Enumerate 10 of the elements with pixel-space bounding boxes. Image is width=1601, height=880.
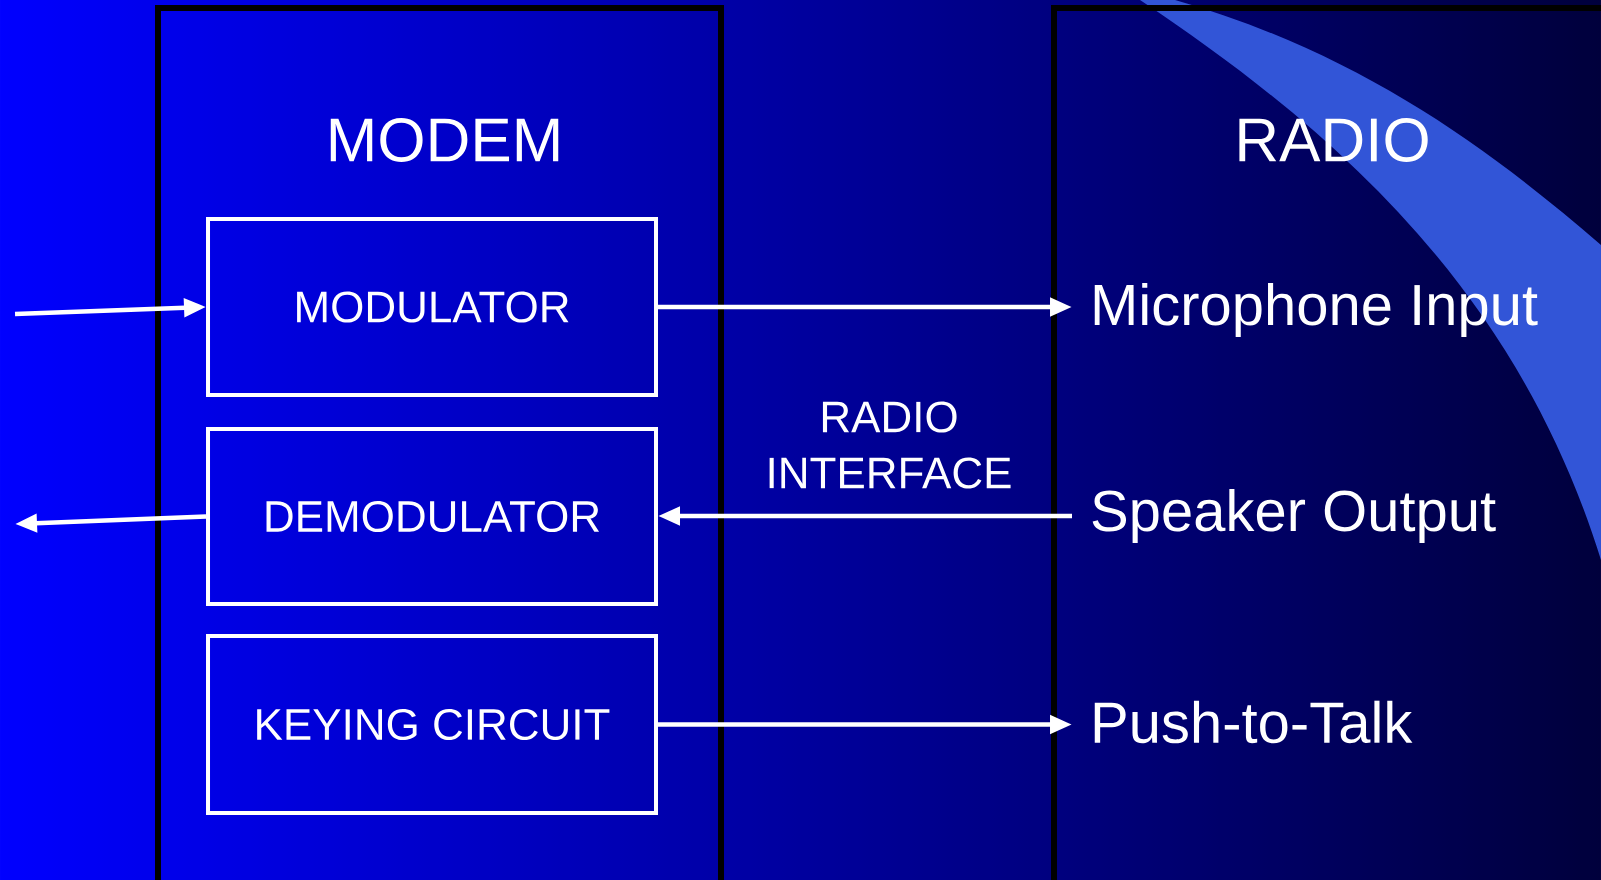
block-box: KEYING CIRCUIT <box>206 634 658 815</box>
signal-label: Push-to-Talk <box>1094 700 1413 744</box>
interface-label: RADIO INTERFACE <box>769 401 1011 489</box>
block-box: DEMODULATOR <box>206 427 658 606</box>
panel <box>155 5 724 880</box>
signal-label: Speaker Output <box>1092 488 1496 543</box>
panel-title: MODEM <box>330 118 559 162</box>
block-box: MODULATOR <box>206 217 658 397</box>
panel <box>1051 5 1601 880</box>
signal-label: Microphone Input <box>1094 282 1538 337</box>
